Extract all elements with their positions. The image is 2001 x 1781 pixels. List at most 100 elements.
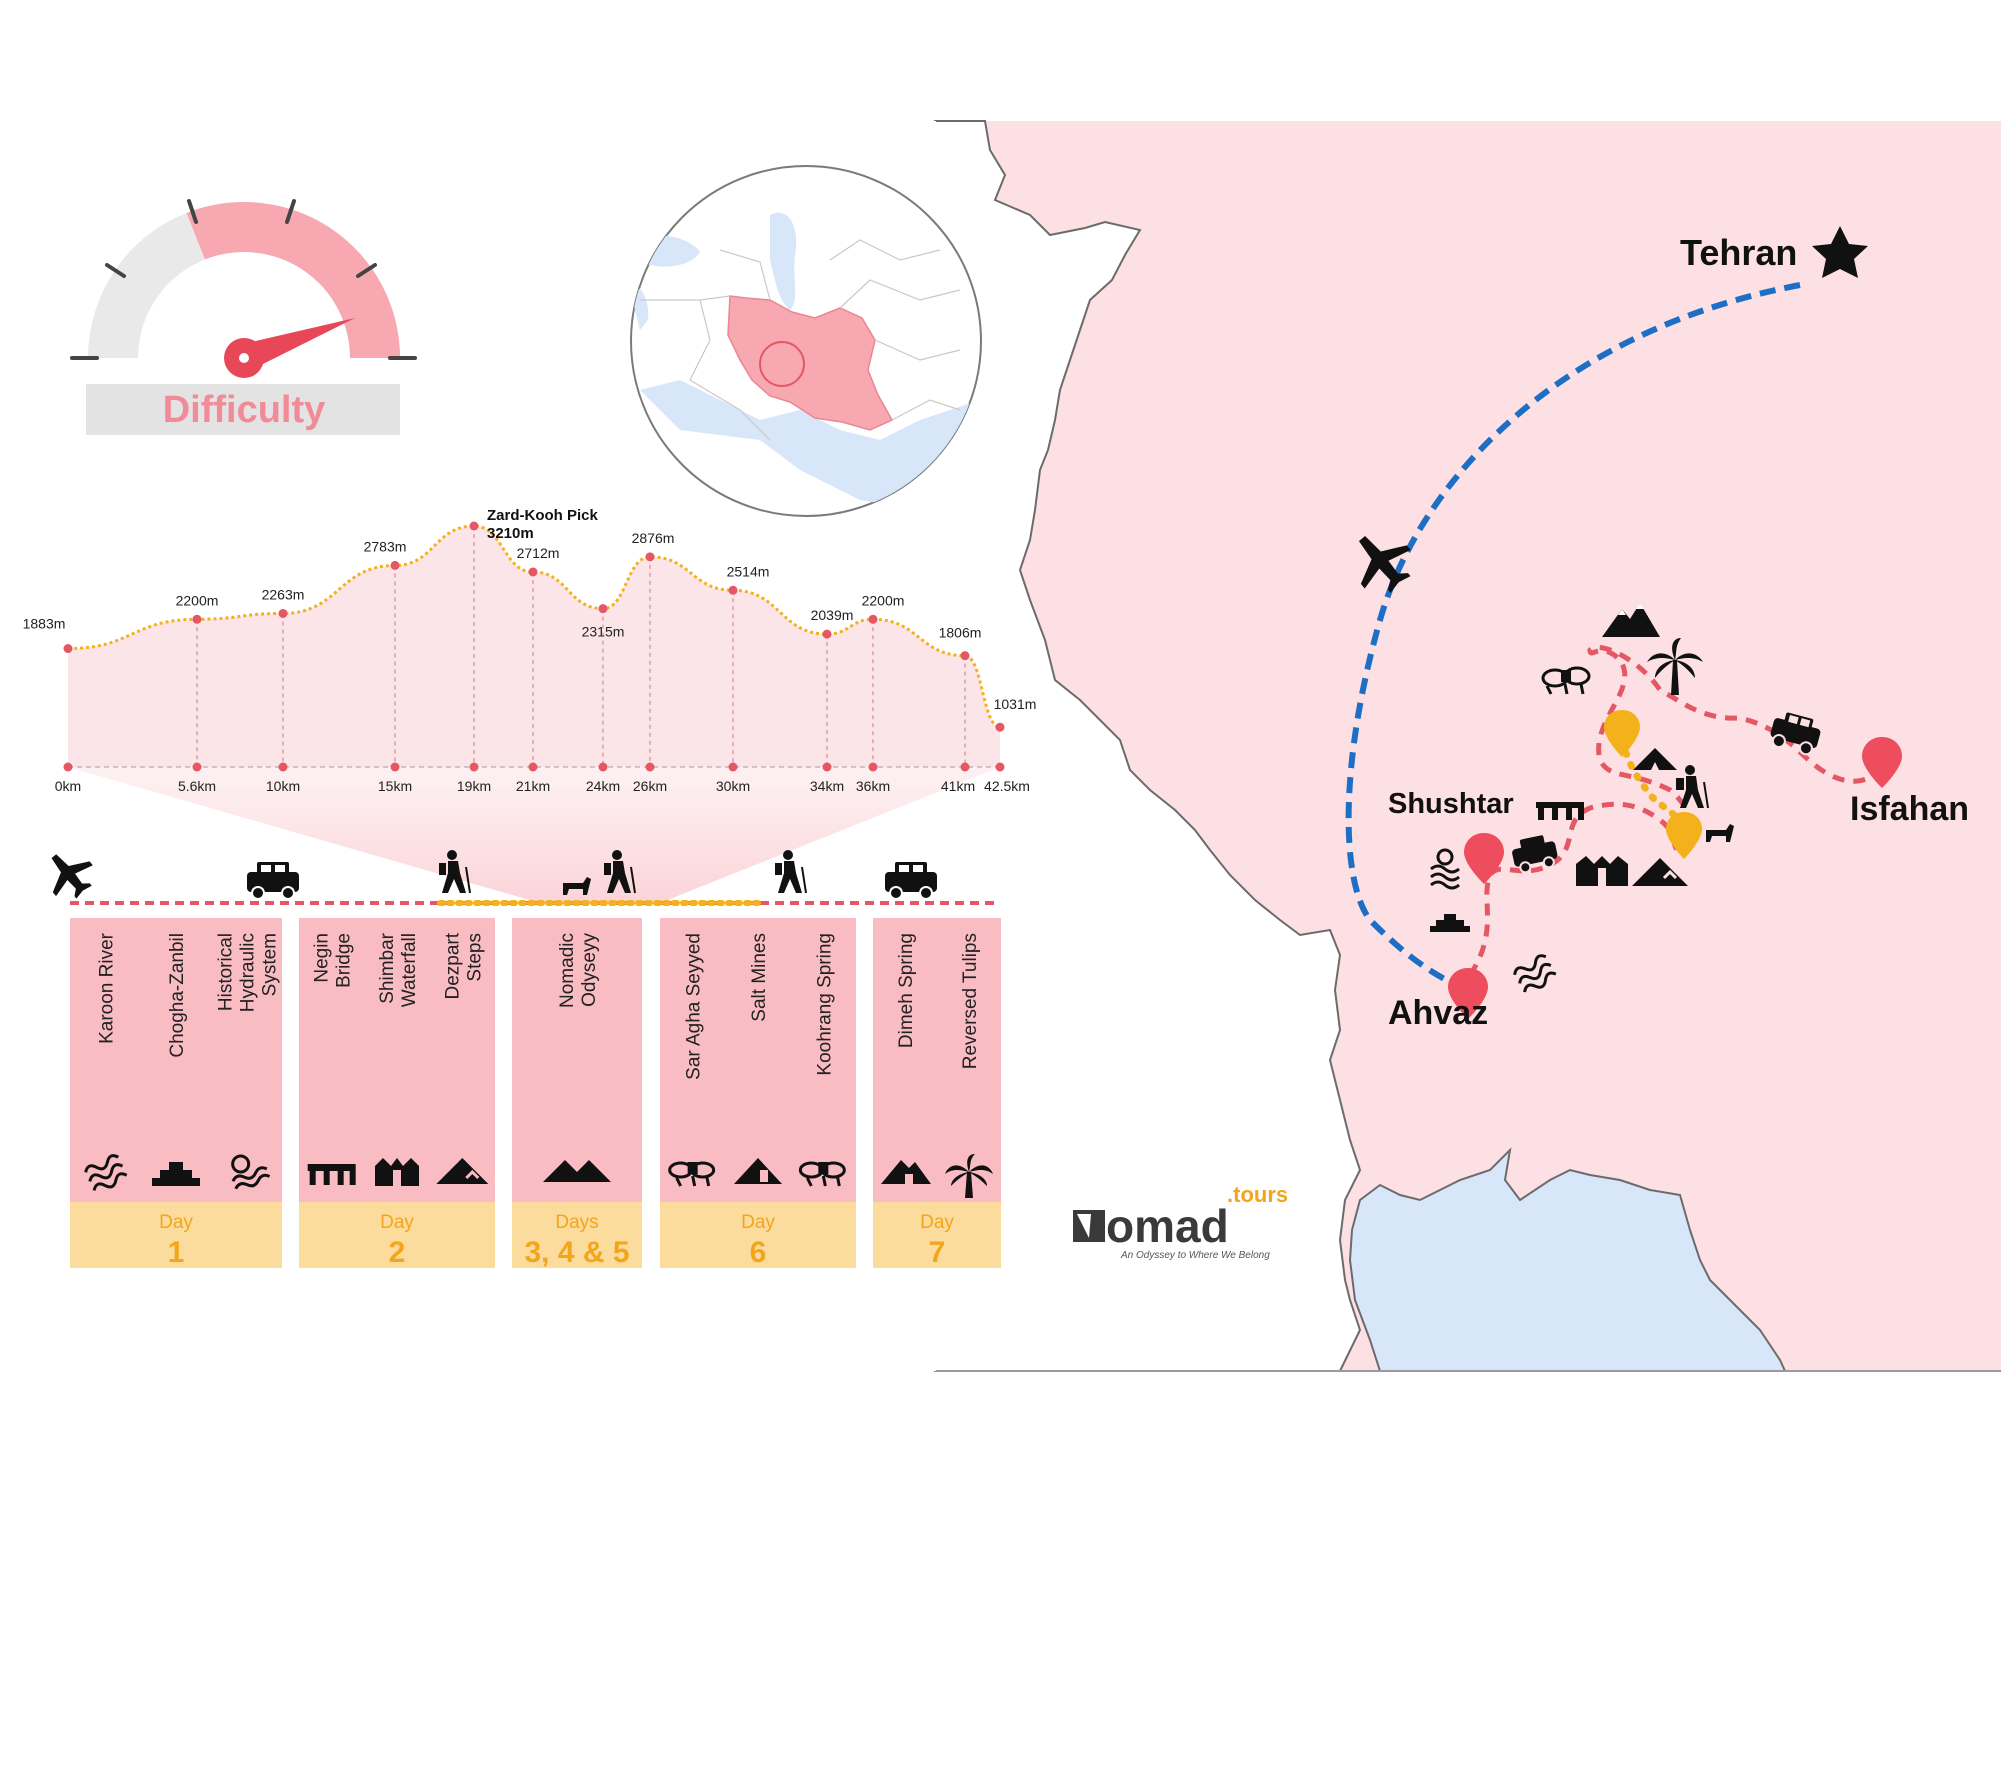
place-label: ShimbarWaterfall (377, 932, 420, 1007)
map-bridge-icon (1536, 802, 1584, 820)
distance-point (63, 762, 73, 772)
region-map: Tehran Shushtar Isfahan Ahvaz (934, 120, 2001, 1372)
distance-label: 42.5km (984, 778, 1030, 794)
day-footer (70, 1202, 282, 1268)
flight-route (1345, 282, 1801, 993)
place-label: HistoricalHydraulicSystem (216, 933, 281, 1012)
elevation-label: 1031m (994, 696, 1037, 712)
timeline-airplane-icon (51, 854, 93, 899)
distance-point (728, 762, 738, 772)
day-word: Day (380, 1212, 414, 1233)
map-watermill-icon (1430, 848, 1460, 890)
map-ziggurat-icon (1430, 914, 1470, 932)
elevation-line (67, 524, 1001, 729)
map-steps-icon (1632, 858, 1688, 886)
mountains-icon (543, 1160, 611, 1182)
region-highlight-circle (759, 341, 805, 387)
distance-label: 0km (55, 778, 81, 794)
elevation-point (822, 629, 832, 639)
distance-label: 24km (586, 778, 620, 794)
place-label: Sar Agha Seyyed (684, 933, 705, 1080)
day-card (299, 918, 495, 1202)
nomad-logo-icon (1073, 1210, 1105, 1242)
elevation-label: 2514m (727, 563, 770, 579)
day-word: Day (920, 1212, 954, 1233)
profile-fan (68, 767, 1000, 903)
difficulty-label-box (86, 384, 400, 435)
elevation-area (68, 526, 1000, 767)
elevation-point (63, 644, 73, 654)
timeline-hiker2-icon (604, 850, 636, 894)
iran-shape (727, 295, 894, 431)
arabian-sea (640, 380, 980, 516)
map-river-icon (1513, 954, 1557, 993)
elevation-label: 2783m (364, 538, 407, 554)
map-tent-icon (1633, 748, 1677, 770)
map-jeep-icon (1770, 712, 1821, 756)
place-label: Koohrang Spring (814, 933, 835, 1076)
day-number: 3, 4 & 5 (524, 1236, 629, 1269)
waterfall-icon (375, 1158, 419, 1186)
village-icon (798, 1161, 846, 1187)
place-label: Karoon River (96, 932, 117, 1044)
elevation-label: 2315m (582, 624, 625, 640)
elevation-label: 1883m (23, 616, 66, 632)
distance-point (645, 762, 655, 772)
elevation-label: 2200m (862, 592, 905, 608)
elevation-label: 2876m (632, 530, 675, 546)
day-word: Days (555, 1212, 598, 1233)
distance-point (528, 762, 538, 772)
brand-suffix: .tours (1227, 1182, 1288, 1207)
village-icon (668, 1161, 716, 1187)
elevation-label: 1806m (939, 625, 982, 641)
brand-tagline: An Odyssey to Where We Belong (1120, 1250, 1270, 1261)
distance-label: 34km (810, 778, 844, 794)
distance-label: 15km (378, 778, 412, 794)
place-label: DezpartSteps (442, 932, 485, 999)
day-footer (299, 1202, 495, 1268)
distance-label: 21km (516, 778, 550, 794)
map-palm-icon (1647, 638, 1703, 695)
place-label: NeginBridge (312, 933, 355, 988)
salt-mine-icon (734, 1158, 782, 1184)
day-number: 1 (168, 1236, 185, 1269)
distance-point (598, 762, 608, 772)
place-label: Reversed Tulips (960, 933, 981, 1069)
day-card (512, 918, 642, 1202)
day-footer (660, 1202, 856, 1268)
day-card (70, 918, 282, 1202)
city-label-tehran: Tehran (1680, 232, 1797, 273)
gauge-fill (186, 201, 400, 358)
elevation-point (390, 560, 400, 570)
distance-point (469, 762, 479, 772)
day-footer (873, 1202, 1001, 1268)
elevation-point (995, 722, 1005, 732)
elevation-label: 2039m (811, 607, 854, 623)
difficulty-label: Difficulty (163, 389, 326, 431)
gauge-needle-icon (239, 318, 356, 372)
day-column: NeginBridge ShimbarWaterfall DezpartStepsD… (299, 918, 495, 1269)
star-icon (1812, 226, 1868, 278)
day-number: 2 (389, 1236, 406, 1269)
city-label-shushtar: Shushtar (1388, 788, 1514, 820)
caspian-sea (770, 212, 797, 310)
river-icon (84, 1154, 128, 1191)
elevation-point (868, 614, 878, 624)
pin-shushtar-icon (1464, 833, 1504, 884)
trek-route-orange (1618, 736, 1689, 834)
map-dog-icon (1706, 824, 1734, 842)
distance-point (960, 762, 970, 772)
elevation-points (63, 521, 1005, 772)
distance-point (390, 762, 400, 772)
map-village-icon (1541, 666, 1591, 695)
locator-globe (630, 165, 982, 517)
watermill-icon (231, 1154, 271, 1190)
